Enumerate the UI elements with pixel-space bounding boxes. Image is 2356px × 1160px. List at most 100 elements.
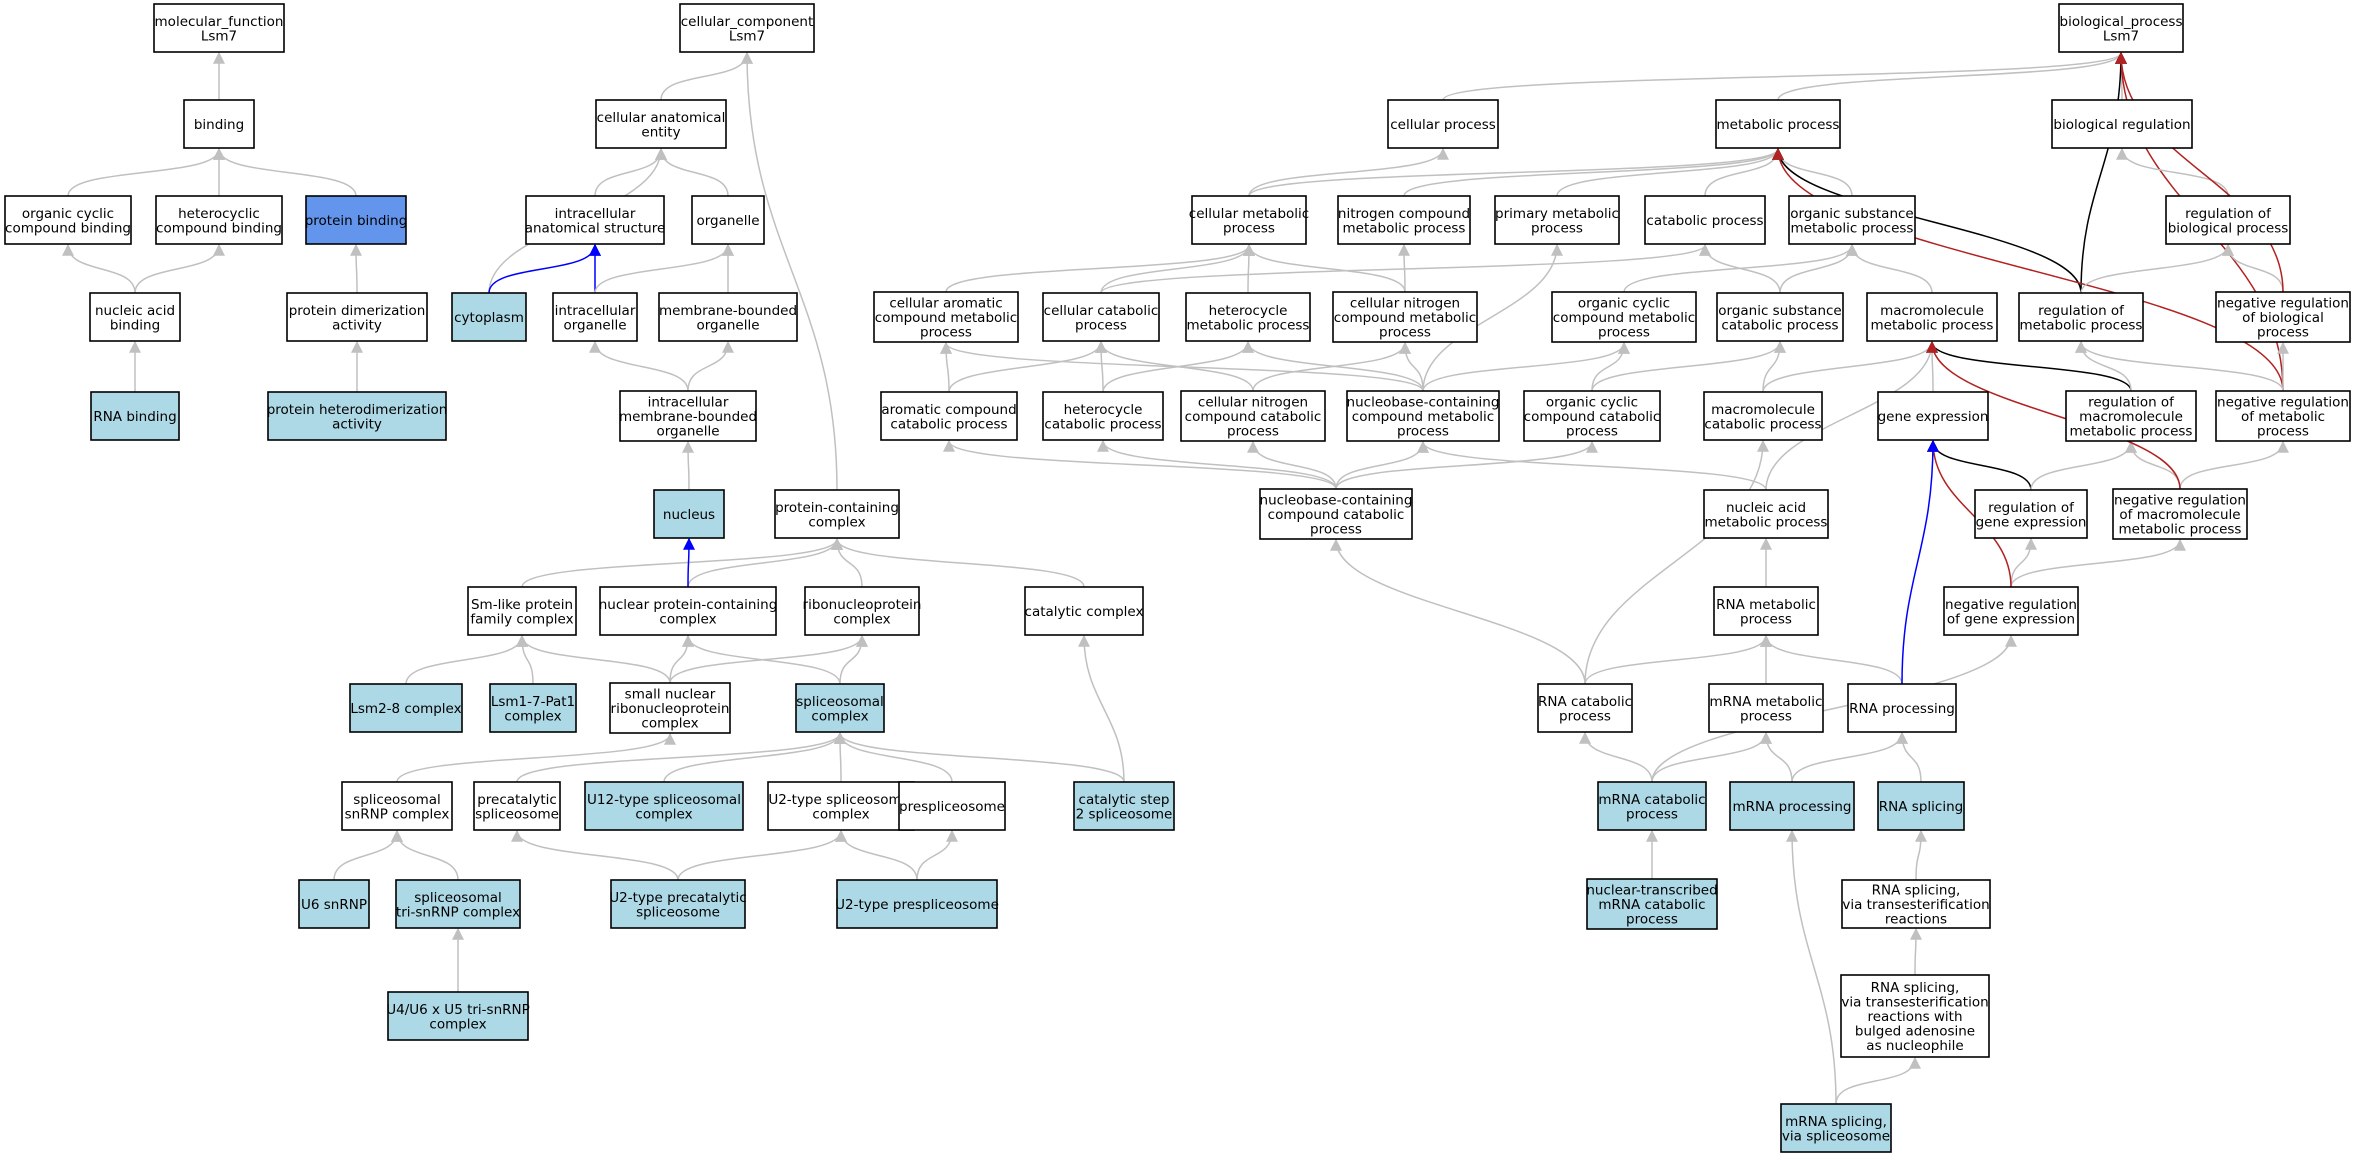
term-node-label-line: compound metabolic xyxy=(875,310,1017,326)
term-node-prespliceosome[interactable]: prespliceosome xyxy=(898,781,1006,831)
term-node-catabolic-process[interactable]: catabolic process xyxy=(1644,195,1766,245)
term-node-label-line: compound binding xyxy=(5,220,131,236)
term-node-mrna-splicing-via-spliceosome[interactable]: mRNA splicing,via spliceosome xyxy=(1780,1103,1892,1153)
term-node-catalytic-complex[interactable]: catalytic complex xyxy=(1024,586,1144,636)
term-node-label-line: metabolic process xyxy=(1791,220,1914,236)
term-node-rna-processing[interactable]: RNA processing xyxy=(1847,683,1957,733)
term-node-organelle[interactable]: organelle xyxy=(691,195,765,245)
term-node-rna-splicing-via-transesterification-bulged-adenosine[interactable]: RNA splicing,via transesterificationreac… xyxy=(1840,974,1990,1058)
term-node-u2-type-prespliceosome[interactable]: U2-type prespliceosome xyxy=(835,879,999,929)
term-node-label-line: nucleus xyxy=(663,507,715,523)
term-node-binding[interactable]: binding xyxy=(183,99,255,149)
term-node-label-line: protein dimerization xyxy=(289,303,426,319)
term-node-nucleus[interactable]: nucleus xyxy=(653,489,725,539)
edge-is-a-nucleobase-containing-compound-catabolic-process-to-aromatic-compound-catabolic-process xyxy=(943,439,1337,490)
term-node-label-line: activity xyxy=(332,416,382,432)
term-node-box xyxy=(653,489,725,539)
term-node-u6-snrnp[interactable]: U6 snRNP xyxy=(298,879,370,929)
term-node-protein-binding[interactable]: protein binding xyxy=(305,195,408,245)
term-node-label-line: compound metabolic xyxy=(1352,409,1494,425)
term-node-label-line: U2-type spliceosomal xyxy=(768,792,913,808)
term-node-mrna-processing[interactable]: mRNA processing xyxy=(1729,781,1855,831)
term-node-label-line: U4/U6 x U5 tri-snRNP xyxy=(386,1002,530,1018)
term-node-box xyxy=(341,781,453,831)
term-node-box xyxy=(525,195,665,245)
term-node-cytoplasm[interactable]: cytoplasm xyxy=(451,292,527,342)
term-node-label-line: complex xyxy=(808,514,865,530)
term-node-lsm2-8-complex[interactable]: Lsm2-8 complex xyxy=(349,683,463,733)
term-node-gene-expression[interactable]: gene expression xyxy=(1877,391,1989,441)
term-node-rna-splicing[interactable]: RNA splicing xyxy=(1877,781,1965,831)
term-node-rna-binding[interactable]: RNA binding xyxy=(90,391,180,441)
term-node-label-line: heterocycle xyxy=(1064,402,1143,418)
edge-is-a-catalytic-step-2-spliceosome-to-spliceosomal-complex xyxy=(834,731,1125,783)
term-node-rna-splicing-via-transesterification-reactions[interactable]: RNA splicing,via transesterificationreac… xyxy=(1841,879,1991,929)
term-node-label-line: process xyxy=(1566,424,1618,440)
term-node-label-line: precatalytic xyxy=(477,792,557,808)
term-node-biological-regulation[interactable]: biological regulation xyxy=(2051,99,2193,149)
term-node-metabolic-process[interactable]: metabolic process xyxy=(1715,99,1841,149)
term-node-cellular-process[interactable]: cellular process xyxy=(1387,99,1499,149)
